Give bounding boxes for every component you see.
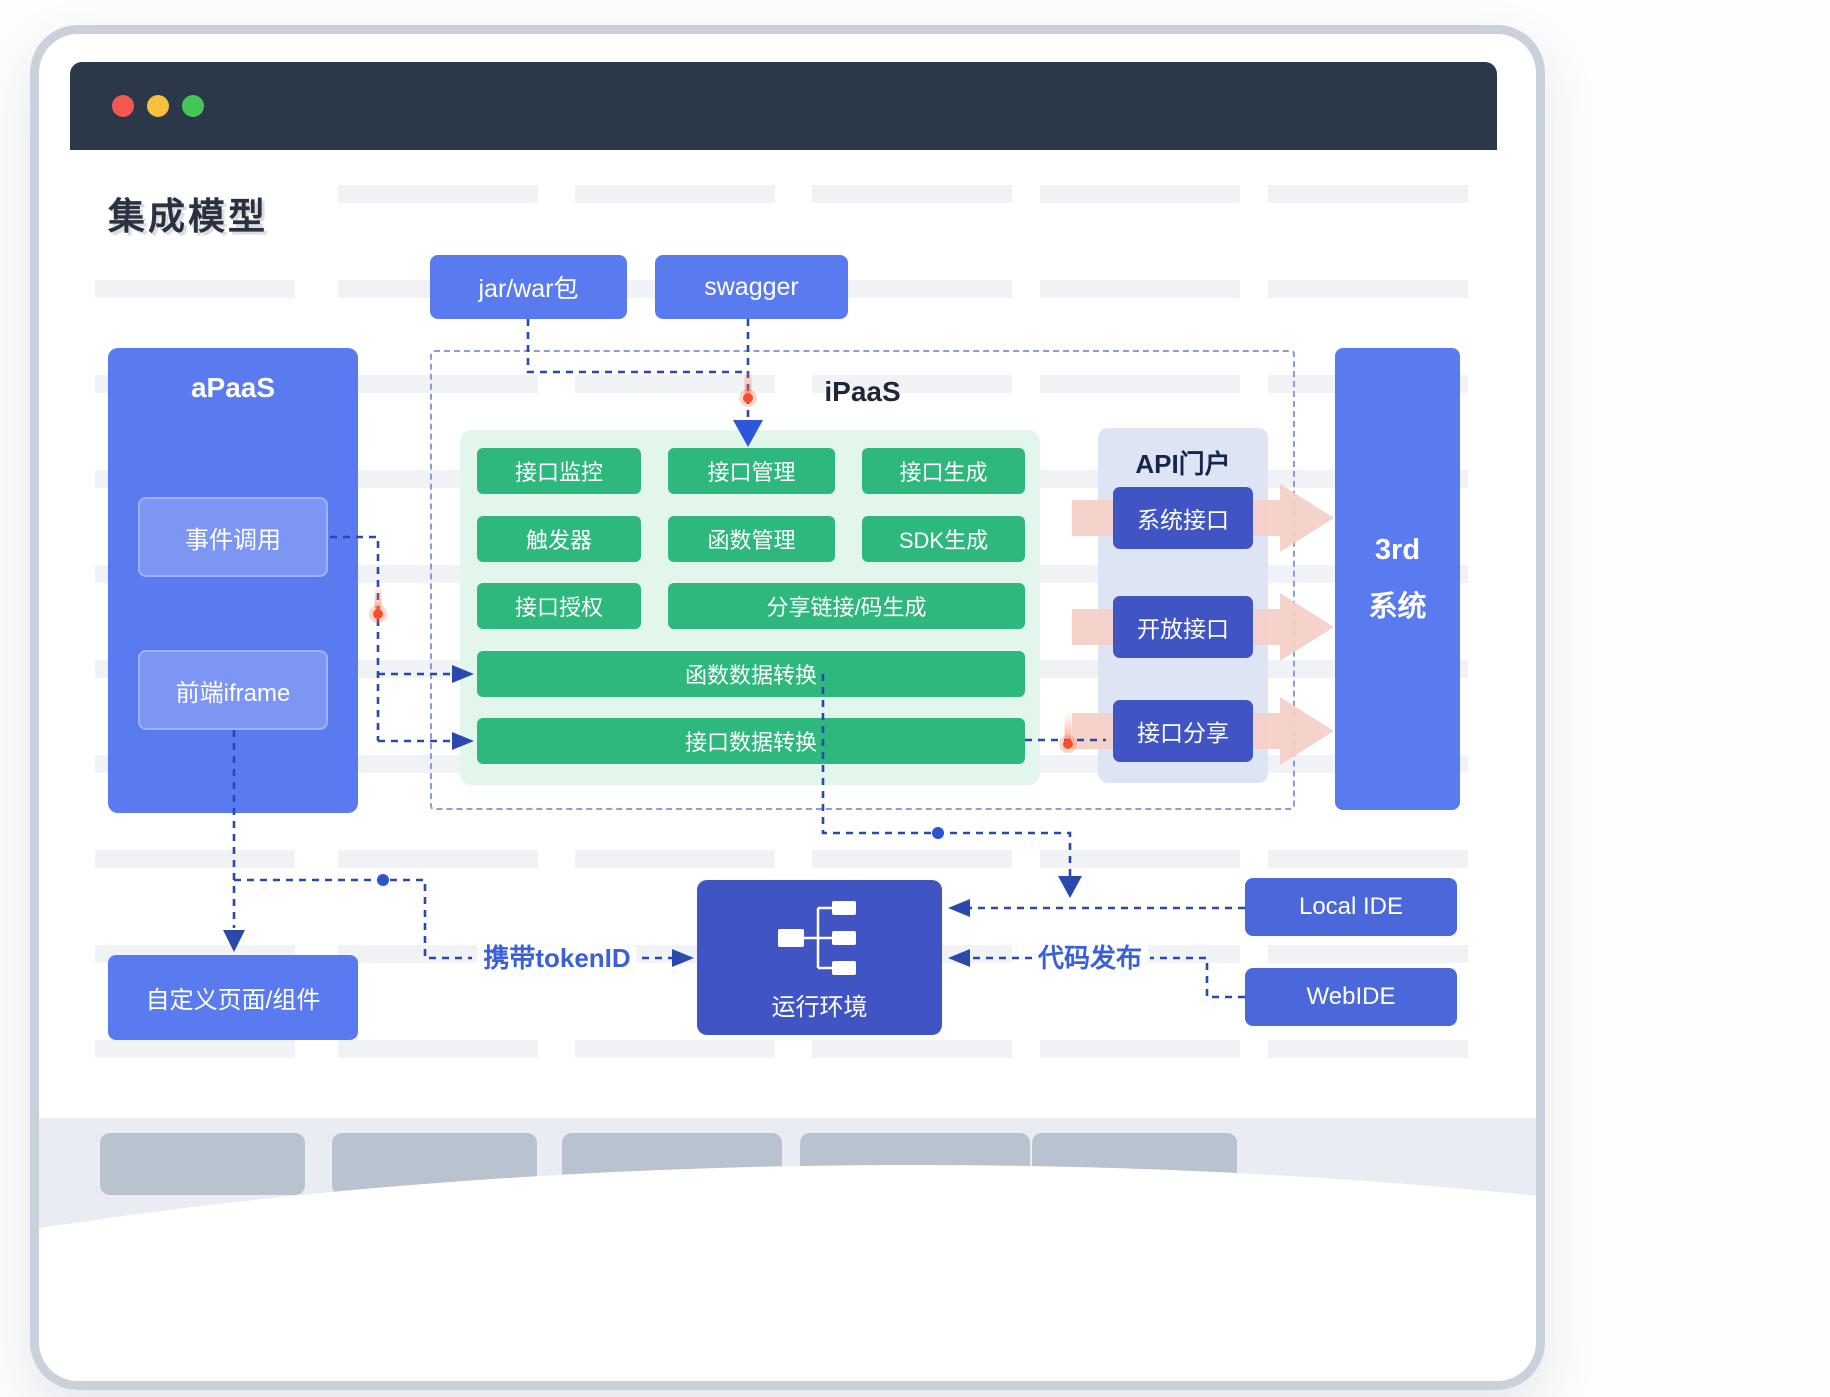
api-portal-title: API门户 [1135, 449, 1231, 479]
webide-label: WebIDE [1306, 983, 1396, 1010]
function-btn-api-manage: 接口管理 [668, 448, 835, 494]
function-btn-label: 接口数据转换 [684, 730, 817, 755]
function-btn-label: 接口管理 [707, 460, 796, 485]
flow-tree-icon [777, 901, 856, 975]
function-btn-trigger: 触发器 [477, 516, 641, 562]
ipaas-title: iPaaS [824, 376, 901, 407]
function-btn-label: 接口生成 [899, 460, 988, 485]
apaas-panel [108, 348, 358, 813]
webide-box: WebIDE [1245, 968, 1457, 1026]
function-btn-label: 函数数据转换 [684, 663, 817, 688]
function-btn-label: 触发器 [525, 528, 592, 553]
portal-item-system-api: 系统接口 [1113, 487, 1253, 549]
function-btn-label: 接口监控 [514, 460, 603, 485]
footer-tab [100, 1133, 305, 1195]
window-footer-area [30, 25, 1545, 1390]
portal-item-label: 系统接口 [1137, 507, 1229, 533]
publish-flow-label: 代码发布 [1031, 942, 1149, 974]
function-btn-sdk-generate: SDK生成 [862, 516, 1025, 562]
footer-curve [30, 1165, 1545, 1390]
source-box-jar-war: jar/war包 [430, 255, 627, 319]
custom-page-label: 自定义页面/组件 [145, 987, 321, 1014]
function-btn-share-link: 分享链接/码生成 [668, 583, 1025, 629]
third-system-box: 3rd 系统 [1335, 348, 1460, 810]
runtime-label: 运行环境 [771, 994, 868, 1021]
function-btn-label: 分享链接/码生成 [766, 595, 927, 620]
page-title: 集成模型 [108, 196, 268, 237]
apaas-item-frontend-iframe: 前端iframe [138, 650, 328, 730]
source-box-swagger-label: swagger [704, 272, 799, 301]
portal-item-open-api: 开放接口 [1113, 596, 1253, 658]
apaas-panel-title: aPaaS [190, 372, 276, 403]
apaas-item-frontend-iframe-label: 前端iframe [175, 679, 291, 707]
local-ide-label: Local IDE [1298, 893, 1404, 920]
runtime-box: 运行环境 [697, 880, 942, 1035]
function-btn-label: SDK生成 [898, 528, 989, 553]
token-flow-label: 携带tokenID [477, 942, 637, 974]
function-btn-function-manage: 函数管理 [668, 516, 835, 562]
traffic-light-red-icon [112, 95, 134, 117]
portal-item-label: 接口分享 [1137, 720, 1229, 746]
function-btn-api-monitor: 接口监控 [477, 448, 641, 494]
custom-page-box: 自定义页面/组件 [108, 955, 358, 1040]
function-btn-function-data-convert: 函数数据转换 [477, 651, 1025, 697]
function-btn-api-data-convert: 接口数据转换 [477, 718, 1025, 764]
function-btn-label: 接口授权 [514, 595, 603, 620]
traffic-light-yellow-icon [147, 95, 169, 117]
local-ide-box: Local IDE [1245, 878, 1457, 936]
portal-item-api-share: 接口分享 [1113, 700, 1253, 762]
apaas-item-event-call: 事件调用 [138, 497, 328, 577]
third-system-line1: 3rd [1374, 533, 1421, 566]
third-system-line2: 系统 [1368, 590, 1427, 623]
source-box-jar-war-label: jar/war包 [478, 275, 579, 303]
traffic-light-green-icon [182, 95, 204, 117]
portal-item-label: 开放接口 [1137, 616, 1229, 642]
browser-titlebar [70, 62, 1497, 150]
function-btn-label: 函数管理 [707, 528, 796, 553]
function-btn-api-generate: 接口生成 [862, 448, 1025, 494]
source-box-swagger: swagger [655, 255, 848, 319]
apaas-item-event-call-label: 事件调用 [185, 526, 281, 554]
function-btn-api-auth: 接口授权 [477, 583, 641, 629]
